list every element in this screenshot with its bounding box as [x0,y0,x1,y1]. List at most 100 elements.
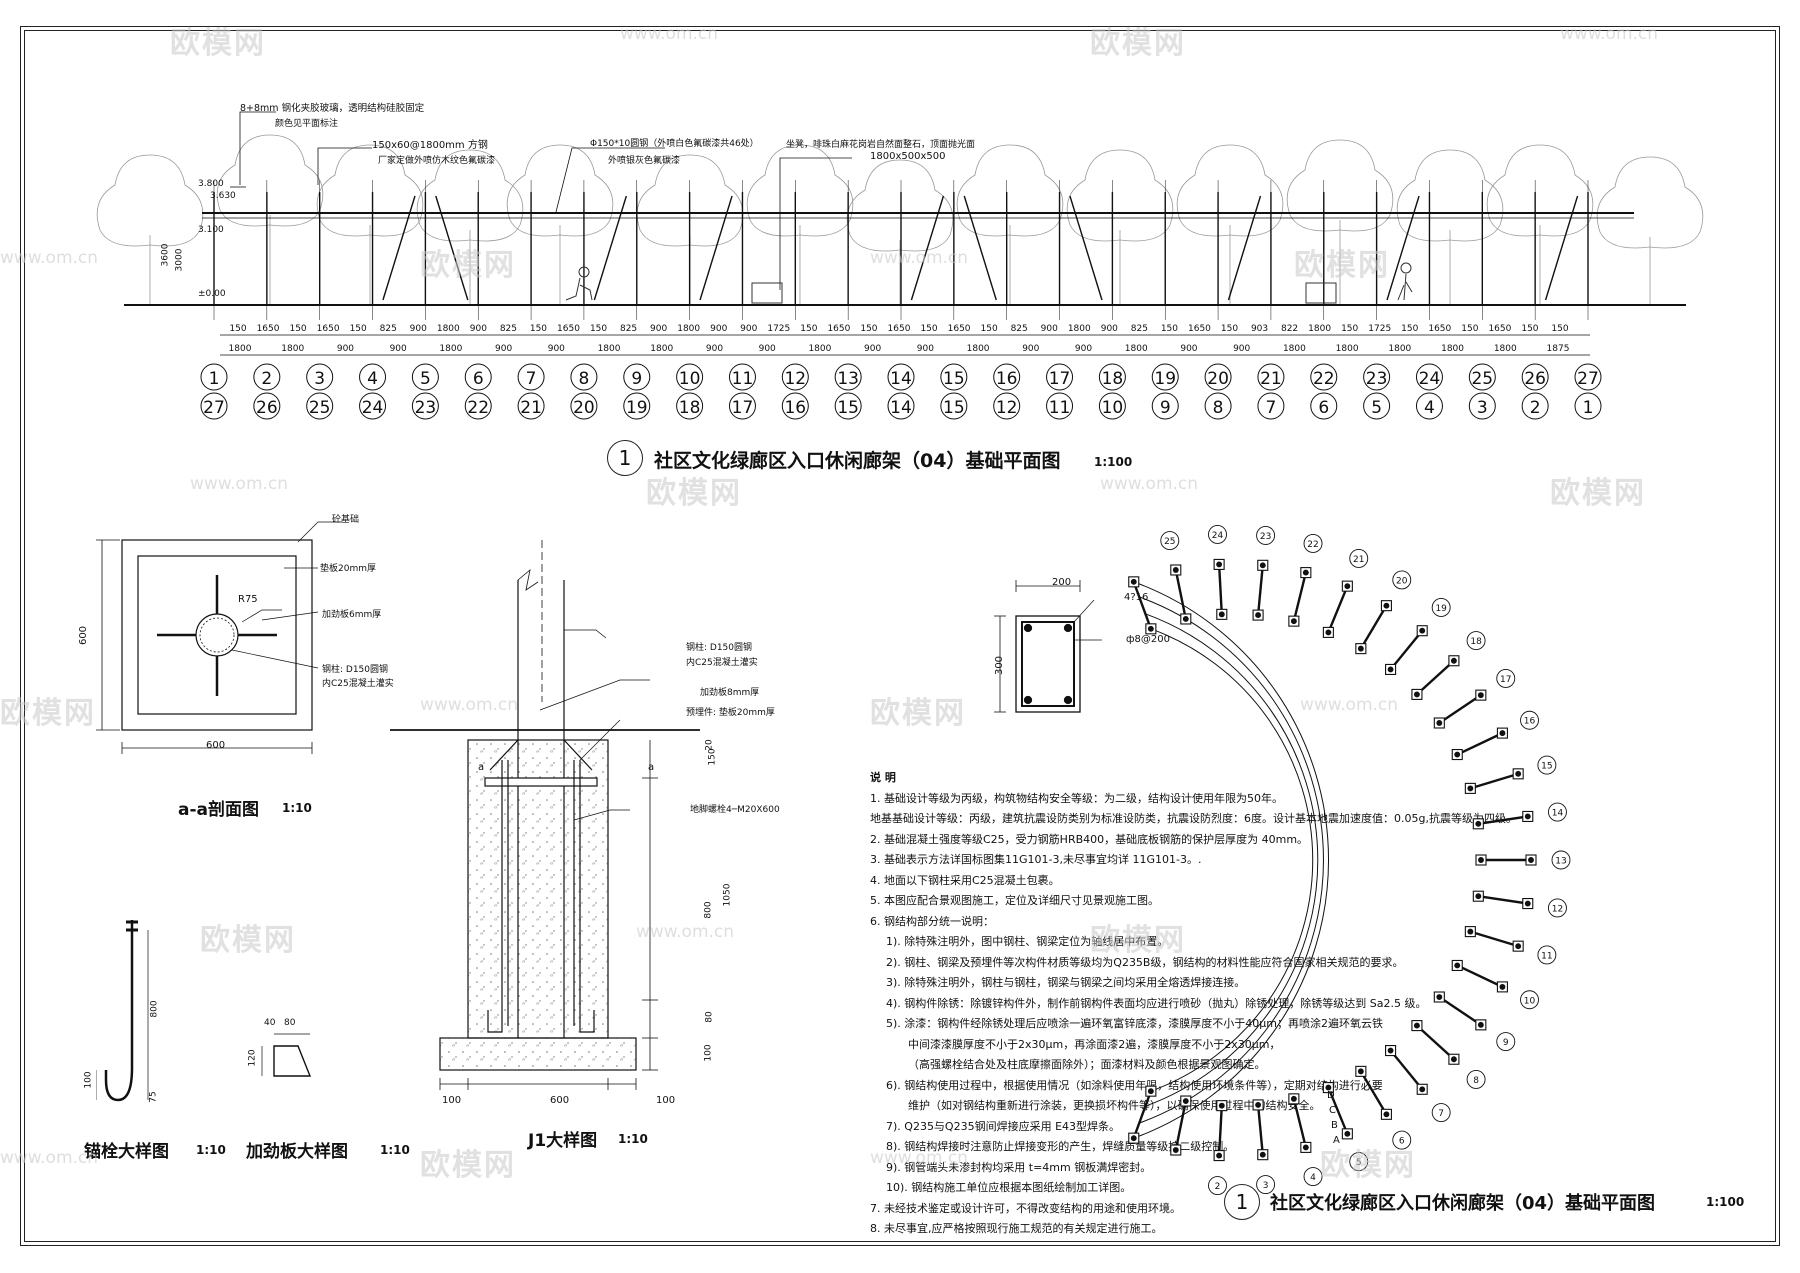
axis-bubble [253,363,281,391]
plan-column-core [1524,813,1531,820]
plan-axis-bubble [1537,755,1557,775]
dimension-lines [220,334,1590,356]
plan-column-core [1302,1144,1309,1151]
plan-beam [1469,930,1519,948]
axis-bubble [1046,363,1074,391]
sheet-outer-border [24,30,1776,1242]
axis-bubble [1415,392,1443,420]
plan-axis-label: 5 [1356,1158,1362,1168]
plan-column-core [1436,720,1443,726]
axis-label: 2 [1530,398,1541,418]
dimension-text: 150 [350,324,367,334]
axis-label: 6 [1318,398,1329,418]
plan-axis-bubble [1208,1176,1227,1195]
aa-label-stiffener: 加劲板6mm厚 [322,610,382,620]
dimension-text: 1800 [439,344,462,354]
glass-annotation: 8+8mm 钢化夹胶玻璃，透明结构硅胶固定 [240,103,425,114]
dimension-text: 900 [1180,344,1197,354]
plan-row-b: B [1331,1120,1338,1131]
dimension-text: 825 [380,324,397,334]
plan-column-core [1218,611,1225,618]
inclined-column [1227,195,1262,301]
plan-axis-bubble [1548,802,1567,822]
axis-bubble [834,392,862,420]
axis-label: 5 [1371,398,1382,418]
design-notes: 说 明 1. 基础设计等级为丙级，构筑物结构安全等级：为二级，结构设计使用年限为… [870,768,1517,1240]
j1-label-column: 钢柱: D150圆钢 [686,643,753,653]
axis-bubble [1310,392,1338,420]
inclined-column [435,195,469,301]
note-line: 8. 未尽事宜,应严格按照现行施工规范的有关规定进行施工。 [870,1222,1163,1235]
axis-bubble [1415,363,1443,391]
dimension-text: 900 [1233,344,1250,354]
plan-axis-label: 4 [1310,1173,1316,1183]
axis-bubble [993,392,1021,420]
axis-bubble [676,392,704,420]
axis-label: 8 [579,369,590,389]
plan-beam [1256,1104,1264,1155]
plan-column-core [1255,612,1262,619]
level-3630: 3.630 [210,191,236,201]
plan-axis-bubble [1208,525,1227,544]
plan-beam [1359,1070,1388,1115]
dimension-text: 900 [864,344,881,354]
plan-axis-bubble [1349,1152,1369,1172]
beam-width: 200 [1052,577,1072,588]
plan-beam [1327,585,1349,633]
axis-label: 22 [467,398,489,418]
plan-title: 社区文化绿廊区入口休闲廊架（04）基础平面图 [1270,1193,1656,1214]
plan-beam [1256,565,1264,616]
axis-bubble [1046,392,1074,420]
axis-bubble [1098,363,1126,391]
plan-beam [1174,1100,1187,1151]
plan-axis-bubble [1160,531,1180,551]
plan-beam [1438,996,1482,1026]
j1-dim-600: 600 [550,1095,570,1106]
axis-label: 5 [420,369,431,389]
plan-beam [1174,569,1187,620]
dimension-text: 150 [289,324,306,334]
note-line: 5. 本图应配合景观图施工，定位及详细尺寸见景观施工图。 [870,894,1159,907]
dimension-text: 825 [620,324,637,334]
round-steel-annotation: Φ150*10圆钢（外喷白色氟碳漆共46处） [590,139,759,149]
level-ground: ±0.00 [198,289,226,299]
axis-label: 21 [520,398,542,418]
aa-scale: 1:10 [282,801,312,815]
note-line: 5). 涂漆：钢构件经除锈处理后应喷涂一遍环氧富锌底漆，漆膜厚度不小于40μm；… [886,1017,1383,1030]
plan-beam [1469,772,1519,790]
plan-axis-label: 15 [1541,762,1552,772]
axis-bubble [623,363,651,391]
plan-beam [1217,1105,1223,1156]
color-annotation: 颜色见平面标注 [275,119,339,129]
plan-column-core [1216,1152,1223,1159]
axis-label: 15 [943,398,965,418]
plan-column-core [1467,928,1474,935]
plan-axis-bubble [1520,710,1539,730]
dimension-text: 1800 [1308,324,1331,334]
dimension-text: 1650 [1188,324,1211,334]
plan-column-core [1454,751,1461,758]
axis-bubble [1574,363,1602,391]
plan-axis-label: 9 [1503,1038,1509,1048]
dimension-text: 900 [650,324,667,334]
inclined-column [963,195,997,301]
plan-axis-bubble [1256,525,1276,545]
plan-axis-bubble [1548,898,1567,918]
axis-label: 23 [1366,369,1388,389]
beam-rebar: 4?16 [1124,592,1149,603]
aa-label-concrete: 内C25混凝土灌实 [322,679,394,689]
axis-label: 13 [837,369,859,389]
axis-bubble [1257,363,1285,391]
axis-bubble [781,363,809,391]
j1-dim-100-right: 100 [656,1095,676,1106]
dimension-text: 1800 [650,344,673,354]
note-line: 1. 基础设计等级为丙级，构筑物结构安全等级：为二级，结构设计使用年限为50年。 [870,791,1283,805]
aa-label-radius: R75 [238,594,258,605]
elevation-braces [382,195,1579,301]
plan-beam [1416,659,1455,696]
dimension-text: 1650 [1488,324,1511,334]
